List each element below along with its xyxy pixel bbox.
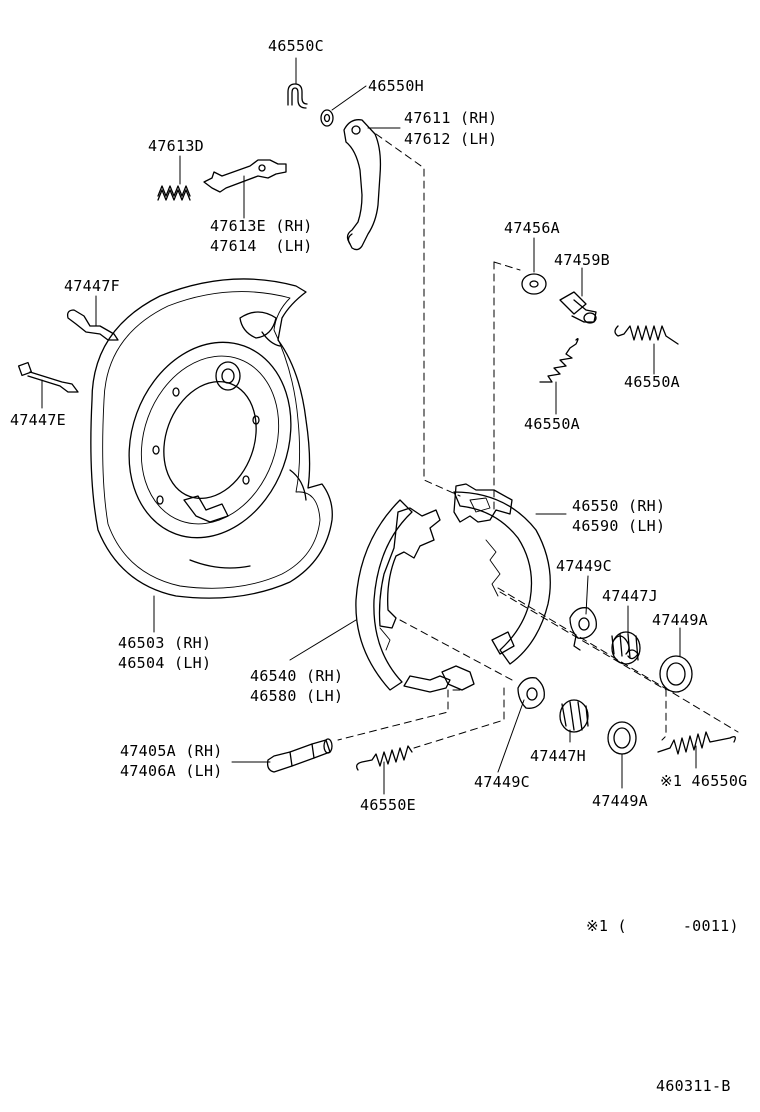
parking-brake-lever-47611 xyxy=(343,119,382,251)
label-46580-lh: 46580 (LH) xyxy=(250,687,344,705)
brake-shoe-46540 xyxy=(355,499,475,693)
pin-47459b xyxy=(559,291,597,324)
spring-46550a-lower xyxy=(539,338,579,383)
label-47456a: 47456A xyxy=(504,219,560,237)
label-46550g: ※1 46550G xyxy=(660,772,748,790)
spring-47613d xyxy=(157,185,191,201)
assembly-dashed-lines xyxy=(337,133,739,749)
label-47447e: 47447E xyxy=(10,411,66,429)
label-47447f: 47447F xyxy=(64,277,120,295)
label-46503-rh: 46503 (RH) xyxy=(118,634,212,652)
label-46550h: 46550H xyxy=(368,77,424,95)
spring-cup-47449a-right xyxy=(659,655,693,693)
adjusting-bolt-47405a xyxy=(266,738,333,773)
retainer-clip-46550c xyxy=(287,83,308,109)
spring-cup-47449c-lower xyxy=(517,677,545,709)
label-47447h: 47447H xyxy=(530,747,586,765)
label-47613d: 47613D xyxy=(148,137,204,155)
bracket-47447f xyxy=(66,309,119,341)
label-46540-rh: 46540 (RH) xyxy=(250,667,344,685)
label-47449a-lower: 47449A xyxy=(592,792,648,810)
washer-46550h xyxy=(320,109,334,127)
label-46550-rh: 46550 (RH) xyxy=(572,497,666,515)
spring-cup-47449c-upper xyxy=(569,607,597,651)
label-47449c-upper: 47449C xyxy=(556,557,612,575)
label-46504-lh: 46504 (LH) xyxy=(118,654,212,672)
adjuster-strut-47613e xyxy=(203,159,287,193)
label-46550e: 46550E xyxy=(360,796,416,814)
leader-lines xyxy=(41,57,697,795)
label-47614-lh: 47614 (LH) xyxy=(210,237,313,255)
spring-47447j xyxy=(611,631,641,665)
label-47449a-right: 47449A xyxy=(652,611,708,629)
label-46550a-lower: 46550A xyxy=(524,415,580,433)
label-46550c: 46550C xyxy=(268,37,324,55)
label-47447j: 47447J xyxy=(602,587,658,605)
label-47611-rh: 47611 (RH) xyxy=(404,109,498,127)
washer-47456a xyxy=(521,273,547,295)
spring-cup-47449a-lower xyxy=(607,721,637,755)
label-47459b: 47459B xyxy=(554,251,610,269)
spring-46550e xyxy=(356,745,413,771)
spring-46550g xyxy=(657,731,736,755)
backing-plate-46503 xyxy=(90,278,333,599)
spring-46550a-right xyxy=(614,325,679,345)
label-47406a-lh: 47406A (LH) xyxy=(120,762,223,780)
catalog-code: 460311-B xyxy=(656,1077,731,1095)
label-47405a-rh: 47405A (RH) xyxy=(120,742,223,760)
spring-47447h xyxy=(559,699,589,733)
applicability-note: ※1 ( -0011) xyxy=(586,917,739,935)
label-46550a-right: 46550A xyxy=(624,373,680,391)
label-47449c-lower: 47449C xyxy=(474,773,530,791)
label-47613e-rh: 47613E (RH) xyxy=(210,217,313,235)
label-46590-lh: 46590 (LH) xyxy=(572,517,666,535)
bolt-47447e xyxy=(17,361,79,393)
label-47612-lh: 47612 (LH) xyxy=(404,130,498,148)
brake-shoe-46550 xyxy=(453,483,551,665)
